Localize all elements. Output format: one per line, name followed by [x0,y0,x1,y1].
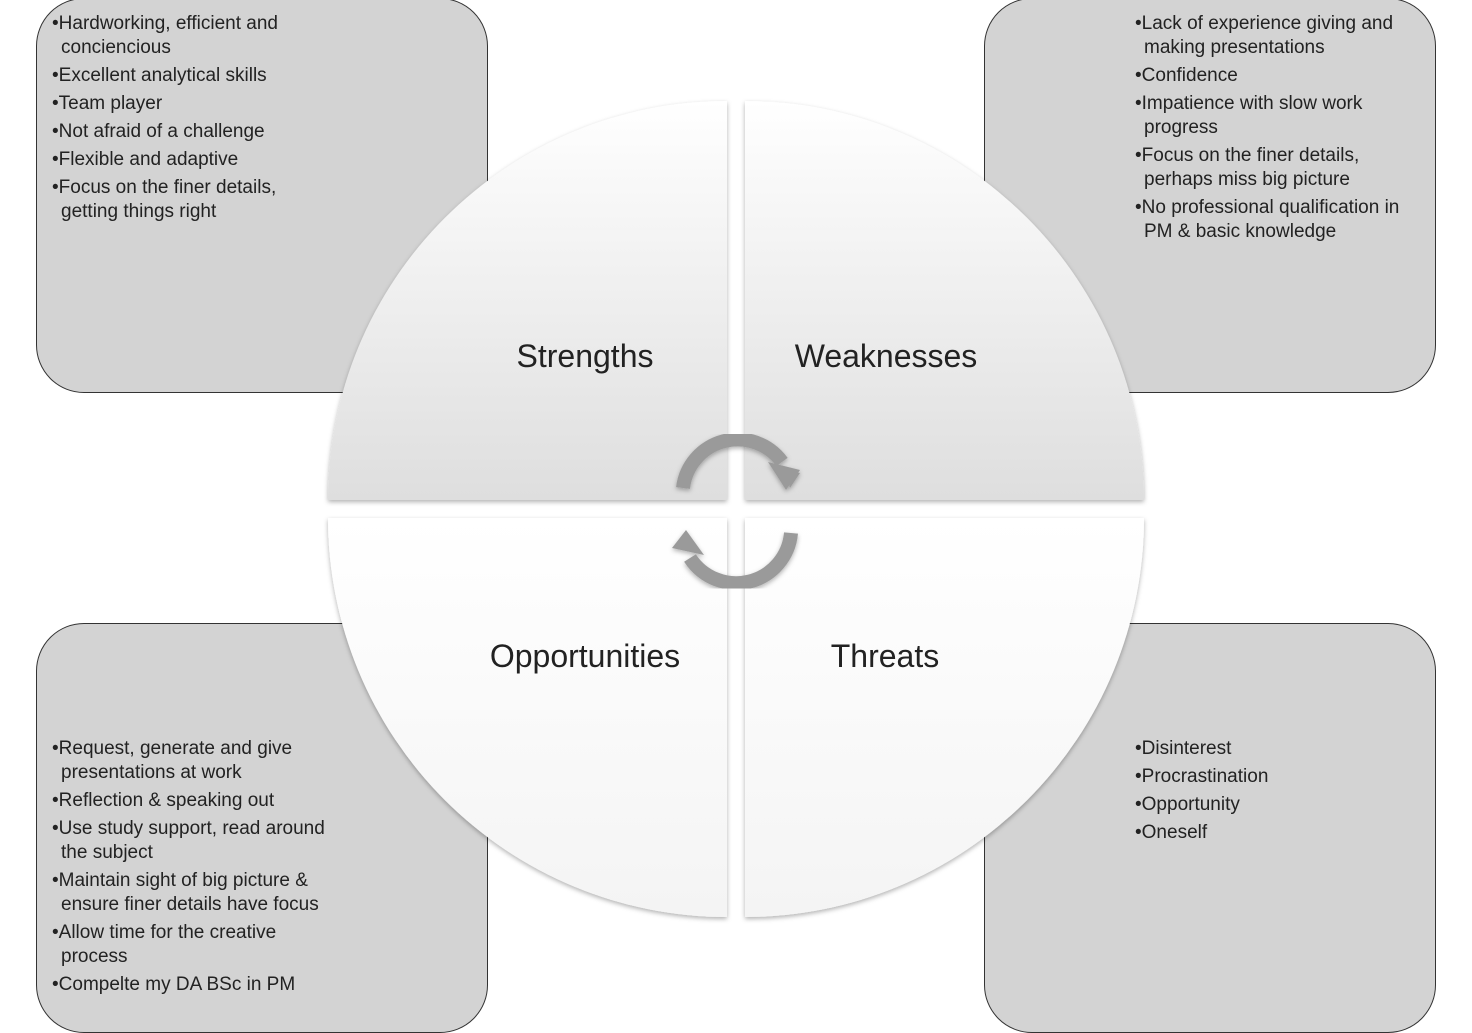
opportunities-quadrant [328,518,727,917]
list-item: Lack of experience giving and making pre… [1135,12,1425,60]
list-item: Procrastination [1135,765,1415,789]
strengths-list: Hardworking, efficient and conciencious … [52,12,322,228]
cycle-arrow-top-icon [676,432,800,490]
list-item: Focus on the finer details, perhaps miss… [1135,144,1425,192]
list-item: Allow time for the creative process [52,921,342,969]
list-item: Reflection & speaking out [52,789,342,813]
strengths-title: Strengths [516,338,654,374]
weaknesses-quadrant [745,101,1144,500]
opportunities-list: Request, generate and give presentations… [52,737,342,1001]
list-item: Impatience with slow work progress [1135,92,1425,140]
threats-list: Disinterest Procrastination Opportunity … [1135,737,1415,849]
list-item: Team player [52,92,322,116]
list-item: Oneself [1135,821,1415,845]
list-item: Not afraid of a challenge [52,120,322,144]
list-item: Confidence [1135,64,1425,88]
threats-title: Threats [830,638,940,674]
list-item: Maintain sight of big picture & ensure f… [52,869,342,917]
list-item: Request, generate and give presentations… [52,737,342,785]
weaknesses-title: Weaknesses [794,338,978,374]
list-item: No professional qualification in PM & ba… [1135,196,1425,244]
list-item: Use study support, read around the subje… [52,817,342,865]
list-item: Opportunity [1135,793,1415,817]
list-item: Hardworking, efficient and conciencious [52,12,322,60]
threats-quadrant [745,518,1144,917]
weaknesses-list: Lack of experience giving and making pre… [1135,12,1425,248]
list-item: Focus on the finer details, getting thin… [52,176,322,224]
opportunities-title: Opportunities [489,638,681,674]
strengths-quadrant [328,101,727,500]
list-item: Compelte my DA BSc in PM [52,973,342,997]
list-item: Flexible and adaptive [52,148,322,172]
cycle-arrow-bottom-icon [672,530,798,591]
list-item: Excellent analytical skills [52,64,322,88]
list-item: Disinterest [1135,737,1415,761]
